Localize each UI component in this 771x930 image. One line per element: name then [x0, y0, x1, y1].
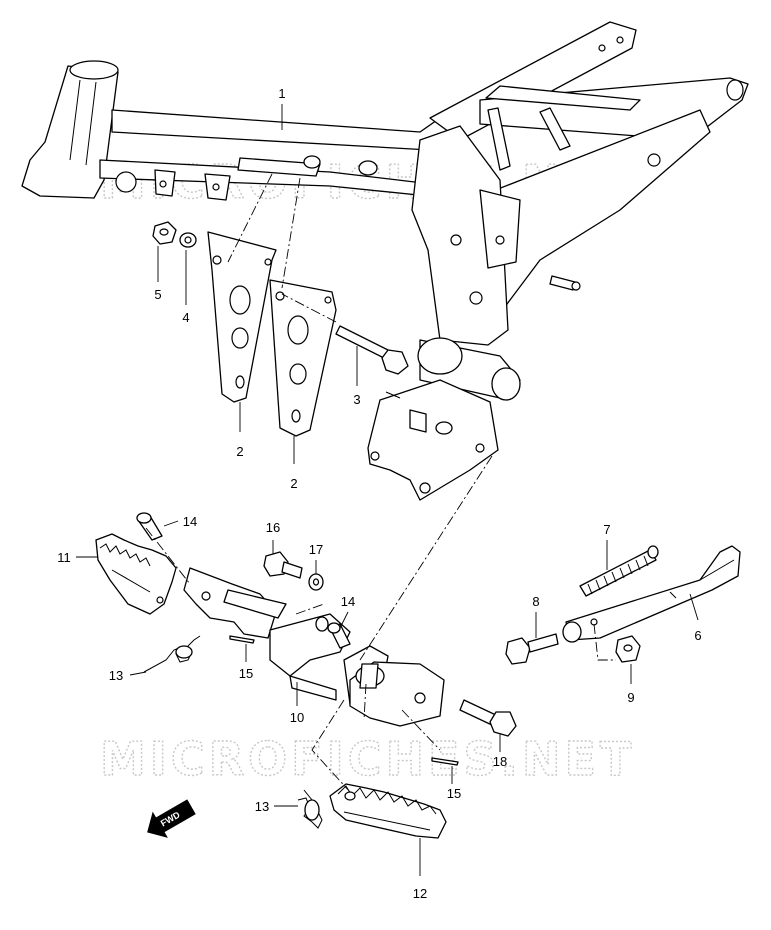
bracket-washer-part-17	[308, 573, 324, 591]
callout-14-left: 14	[183, 514, 197, 529]
stand-spring-part-7	[579, 545, 659, 597]
callout-7: 7	[603, 522, 610, 537]
footpeg-pin-left-part-14	[136, 512, 163, 541]
callout-1: 1	[278, 86, 285, 101]
frame-part-1	[21, 21, 749, 501]
callout-16: 16	[266, 520, 280, 535]
callout-18: 18	[493, 754, 507, 769]
cotter-pin-left-part-15	[229, 635, 255, 644]
cotter-pin-right-part-15	[431, 757, 459, 766]
callout-2-right-plate: 2	[290, 476, 297, 491]
callout-10: 10	[290, 710, 304, 725]
side-stand-part-6	[562, 545, 741, 643]
callout-15-left: 15	[239, 666, 253, 681]
engine-mount-plate-right	[269, 279, 337, 437]
alignment-lines	[145, 173, 616, 793]
callout-2-left-plate: 2	[236, 444, 243, 459]
callout-17: 17	[309, 542, 323, 557]
callout-8: 8	[532, 594, 539, 609]
callout-labels: 1 2 2 3 4 5 6 7 8 9 10 11 12 13 13 14 14…	[57, 86, 701, 901]
engine-mount-plate-left	[207, 231, 277, 403]
stand-nut-part-9	[615, 635, 641, 663]
nut-part-5	[152, 221, 177, 245]
bracket-bolt-part-18	[459, 699, 517, 737]
callout-4: 4	[182, 310, 189, 325]
leader-lines	[76, 104, 699, 876]
footpeg-left-part-11	[95, 533, 177, 615]
footpeg-spring-left-part-13	[143, 635, 201, 673]
footrest-bracket-part-10	[183, 567, 445, 727]
callout-12: 12	[413, 886, 427, 901]
callout-14-right: 14	[341, 594, 355, 609]
callout-13-right: 13	[255, 799, 269, 814]
watermark-bottom: MICROFICHES.NET	[100, 732, 635, 786]
callout-11: 11	[57, 550, 71, 565]
callout-13-left: 13	[109, 668, 123, 683]
callout-3: 3	[353, 392, 360, 407]
footpeg-spring-right-part-13	[297, 789, 323, 829]
footpeg-pin-right-part-14	[327, 622, 351, 649]
footpeg-right-part-12	[329, 783, 447, 839]
callout-9: 9	[627, 690, 634, 705]
lock-washer-part-4	[179, 232, 197, 248]
callout-15-right: 15	[447, 786, 461, 801]
callout-6: 6	[694, 628, 701, 643]
mount-bolt-part-3	[335, 325, 409, 375]
forward-direction-arrow: FWD	[147, 799, 196, 838]
bracket-bolt-part-16	[263, 551, 303, 579]
stand-bolt-part-8	[505, 633, 559, 665]
callout-5: 5	[154, 287, 161, 302]
